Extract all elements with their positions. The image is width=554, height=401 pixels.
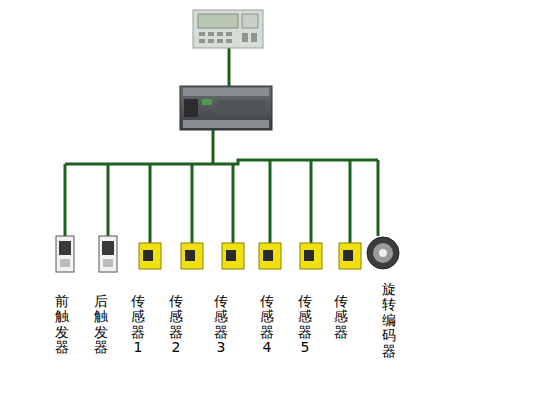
device-label: 传感器5 <box>298 294 312 356</box>
device-label: 传感器2 <box>169 294 183 356</box>
bus-wires <box>65 48 378 243</box>
rotary-encoder <box>367 237 399 269</box>
sensor-device <box>139 243 361 269</box>
plc-unit <box>180 86 272 130</box>
device-label: 传感器4 <box>260 294 274 356</box>
hmi-panel <box>193 10 263 48</box>
device-label: 传感器1 <box>131 294 145 356</box>
trigger-device <box>56 236 117 272</box>
device-label: 传感器 <box>334 294 348 340</box>
device-label: 前触发器 <box>55 294 69 356</box>
device-label: 旋转编码器 <box>382 282 396 359</box>
device-label: 后触发器 <box>94 294 108 356</box>
device-label: 传感器3 <box>214 294 228 356</box>
